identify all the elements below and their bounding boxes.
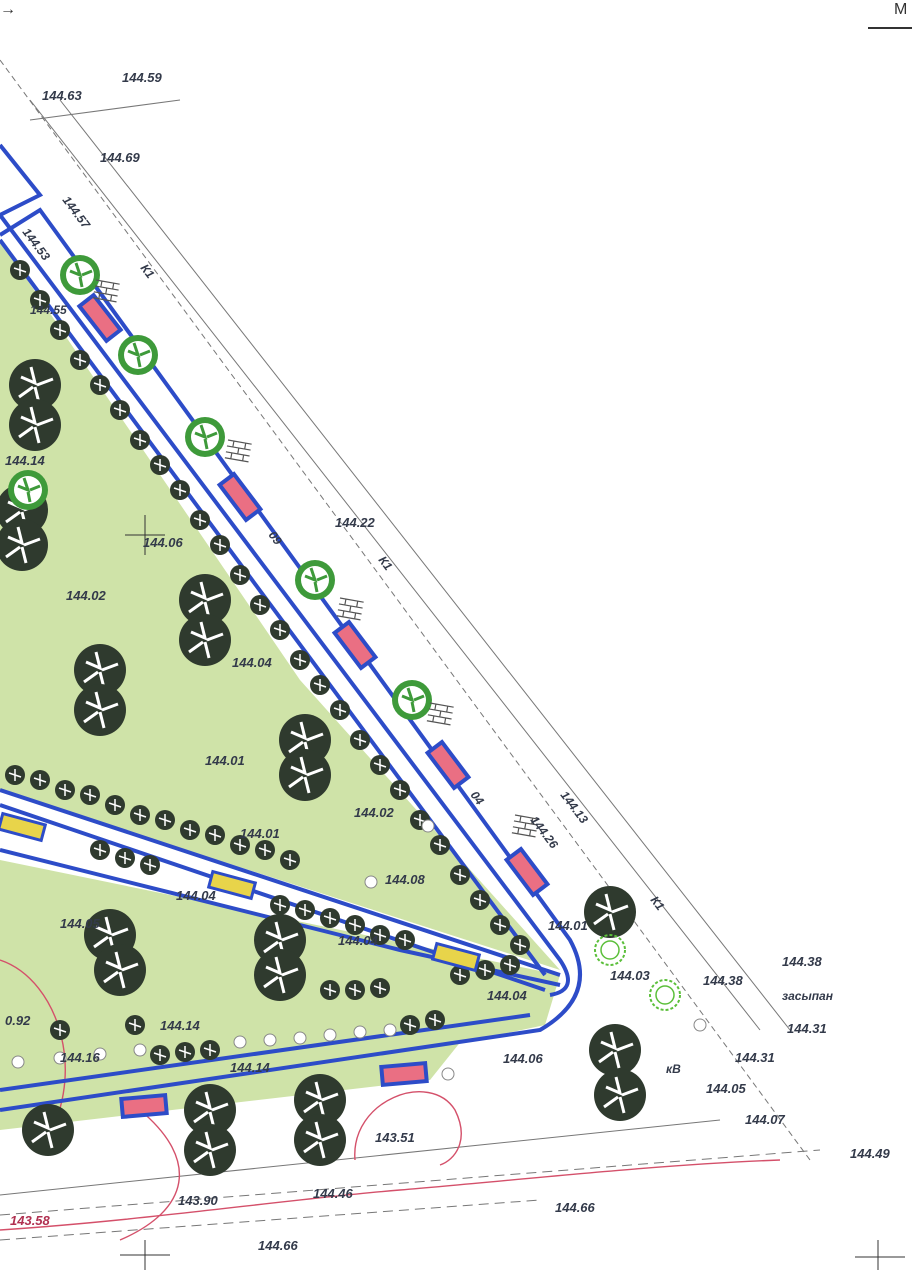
k-label: К1 <box>376 553 396 573</box>
elevation-label: 144.01 <box>548 918 588 933</box>
elevation-label: 144.03 <box>610 968 651 983</box>
elevation-label: 143.51 <box>375 1130 415 1145</box>
elevation-label: 144.06 <box>503 1051 544 1066</box>
elevation-label: 143.58 <box>10 1213 51 1228</box>
elevation-label: 144.14 <box>5 453 46 468</box>
elevation-label: 144.07 <box>745 1112 786 1127</box>
elevation-label: 144.06 <box>143 535 184 550</box>
elevation-label: 144.14 <box>160 1018 201 1033</box>
elevation-label: 144.05 <box>60 916 101 931</box>
elevation-label: 144.55 <box>30 303 67 317</box>
elevation-label: 144.57 <box>60 193 94 232</box>
elevation-label: 144.49 <box>850 1146 891 1161</box>
elevation-label: 144.63 <box>42 88 83 103</box>
elevation-label: 0.92 <box>5 1013 31 1028</box>
lawn-strip <box>0 1030 470 1130</box>
elevation-label: 144.31 <box>735 1050 775 1065</box>
elevation-label: 144.04 <box>487 988 528 1003</box>
elevation-label: 143.90 <box>178 1193 219 1208</box>
elevation-label: 144.16 <box>60 1050 101 1065</box>
elevation-label: 144.66 <box>555 1200 596 1215</box>
elevation-label: 144.04 <box>232 655 273 670</box>
elevation-label: 144.04 <box>176 888 217 903</box>
road-lines <box>0 27 912 1241</box>
lamp-posts <box>11 819 707 1081</box>
elevation-label: 144.14 <box>230 1060 271 1075</box>
arrow-glyph: → <box>0 1 16 18</box>
elevation-label: 144.69 <box>100 150 141 165</box>
grid-crosses <box>120 515 905 1270</box>
elevation-label: 144.53 <box>20 225 53 263</box>
lawn-upper <box>0 240 560 970</box>
elevation-label: 144.08 <box>385 872 426 887</box>
elevation-label: 144.02 <box>354 805 395 820</box>
elevation-label: 144.38 <box>703 973 744 988</box>
elevation-label: 144.38 <box>782 954 823 969</box>
elevation-label: 144.02 <box>66 588 107 603</box>
corner-label: M <box>894 1 907 18</box>
elevation-label: 144.22 <box>335 515 376 530</box>
elevation-label: 144.05 <box>706 1081 747 1096</box>
elevation-label: 144.31 <box>787 1021 827 1036</box>
elevation-label: 144.01 <box>240 826 280 841</box>
kv-label: кВ <box>666 1062 681 1076</box>
k-label: К1 <box>648 893 668 913</box>
k-label: К1 <box>138 261 158 281</box>
elevation-label: 144.59 <box>122 70 163 85</box>
elevation-label: 144.26 <box>528 813 561 851</box>
backfill-note: засыпан <box>782 989 834 1003</box>
elevation-label: 144.04 <box>338 933 379 948</box>
elevation-label: 144.46 <box>313 1186 354 1201</box>
elevation-label: 144.01 <box>205 753 245 768</box>
elevation-label: 144.66 <box>258 1238 299 1253</box>
